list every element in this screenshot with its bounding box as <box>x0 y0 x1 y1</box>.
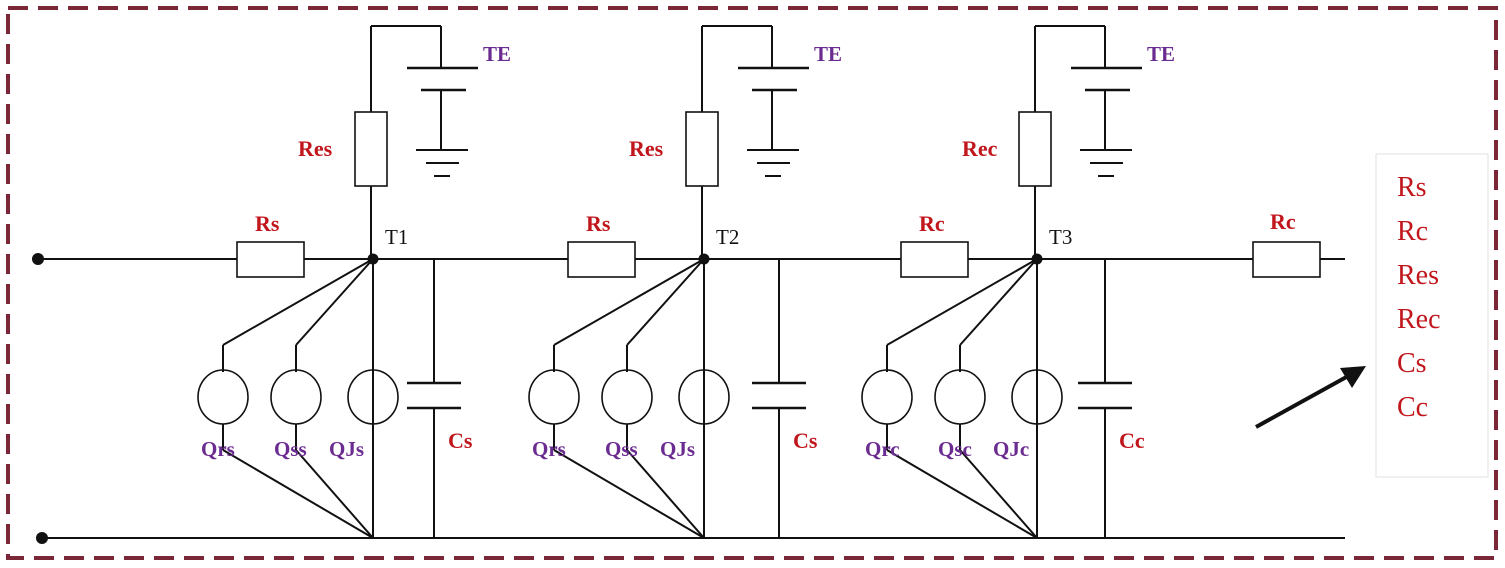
source-label-1: Qrs <box>201 437 235 461</box>
earth-res-label: Res <box>629 136 664 161</box>
heat-source-icon-2 <box>270 369 322 425</box>
source-label-1: Qrc <box>865 437 900 461</box>
legend-item-4: Rec <box>1397 304 1441 335</box>
stage-t1: T1 TE Res Rs Qrs Qss QJs Cs <box>197 25 511 539</box>
source-link-bottom-2 <box>959 449 1038 539</box>
legend-box <box>1375 153 1489 478</box>
heat-source-icon-1 <box>861 369 913 425</box>
capacitor-label: Cs <box>793 428 818 453</box>
earth-temp-label: TE <box>483 42 511 66</box>
source-link-bottom-1 <box>553 449 705 539</box>
earth-resistor <box>1018 111 1052 187</box>
node-dot <box>1031 253 1043 265</box>
source-link-bottom-1 <box>222 449 374 539</box>
source-label-2: Qsc <box>938 437 972 461</box>
earth-res-label: Rec <box>962 136 998 161</box>
terminal-bottom-left <box>36 532 48 544</box>
legend-item-6: Cc <box>1397 392 1428 423</box>
tail-res-label: Rc <box>1270 209 1296 234</box>
stage-t3: T3 TE Rec Rc Qrc Qsc QJc Cc <box>861 25 1175 539</box>
earth-resistor <box>354 111 388 187</box>
node-label: T2 <box>716 225 739 249</box>
source-label-2: Qss <box>605 437 638 461</box>
earth-temp-label: TE <box>1147 42 1175 66</box>
node-dot <box>367 253 379 265</box>
earth-res-label: Res <box>298 136 333 161</box>
series-res-label: Rc <box>919 211 945 236</box>
source-label-1: Qrs <box>532 437 566 461</box>
source-label-3: QJc <box>993 437 1029 461</box>
heat-source-icon-2 <box>601 369 653 425</box>
earth-temp-label: TE <box>814 42 842 66</box>
source-label-3: QJs <box>660 437 695 461</box>
source-label-2: Qss <box>274 437 307 461</box>
legend-item-3: Res <box>1397 260 1439 291</box>
series-res-label: Rs <box>255 211 280 236</box>
legend-item-1: Rs <box>1397 172 1427 203</box>
series-resistor <box>567 241 636 278</box>
heat-source-icon-2 <box>934 369 986 425</box>
series-res-label: Rs <box>586 211 611 236</box>
node-dot <box>698 253 710 265</box>
source-label-3: QJs <box>329 437 364 461</box>
heat-source-icon-1 <box>197 369 249 425</box>
earth-resistor <box>685 111 719 187</box>
source-link-bottom-2 <box>626 449 705 539</box>
legend-item-2: Rc <box>1397 216 1428 247</box>
series-resistor <box>236 241 305 278</box>
stage-t2: T2 TE Res Rs Qrs Qss QJs Cs <box>528 25 842 539</box>
source-link-top-1 <box>553 258 705 346</box>
legend-item-5: Cs <box>1397 348 1427 379</box>
source-link-top-2 <box>295 258 374 346</box>
node-label: T3 <box>1049 225 1072 249</box>
source-link-top-2 <box>626 258 705 346</box>
arrow-icon <box>1255 366 1366 429</box>
source-link-top-1 <box>886 258 1038 346</box>
source-link-top-1 <box>222 258 374 346</box>
capacitor-label: Cs <box>448 428 473 453</box>
tail-resistor <box>1252 241 1321 278</box>
terminal-top-left <box>32 253 44 265</box>
capacitor-label: Cc <box>1119 428 1145 453</box>
arrow-head <box>1340 366 1366 388</box>
series-resistor <box>900 241 969 278</box>
source-link-bottom-2 <box>295 449 374 539</box>
legend: Rs Rc Res Rec Cs Cc <box>1375 153 1489 478</box>
source-link-bottom-1 <box>886 449 1038 539</box>
heat-source-icon-1 <box>528 369 580 425</box>
node-label: T1 <box>385 225 408 249</box>
source-link-top-2 <box>959 258 1038 346</box>
arrow-shaft <box>1255 373 1351 429</box>
